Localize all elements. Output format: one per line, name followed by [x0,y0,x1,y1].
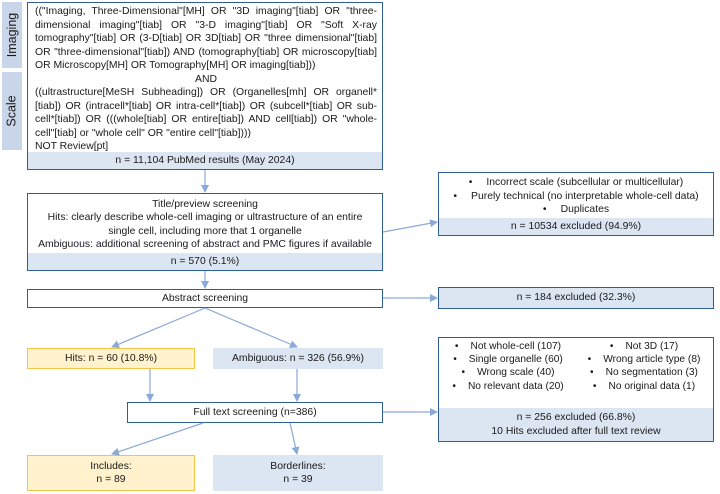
reason-purely-technical: Purely technical (no interpretable whole… [440,190,712,204]
and-operator: AND [195,73,217,85]
excluded-1-result-band: n = 10534 excluded (94.9%) [439,218,713,235]
reason-no-segmentation: No segmentation (3) [576,366,712,379]
arrow-abstract-to-ambiguous [204,307,298,348]
arrow-fulltext-to-borderlines [289,422,300,455]
includes-count: n = 89 [96,474,126,485]
reason-no-relevant-data: No relevant data (20) [440,380,576,393]
title-screening-hits: Hits: clearly describe whole-cell imagin… [47,212,363,237]
title-screening-text: Title/preview screening Hits: clearly de… [38,198,372,252]
excluded-3-result-band: n = 256 excluded (66.8%) 10 Hits exclude… [439,408,713,441]
borderlines-count: n = 39 [283,474,313,485]
excluded-3-reasons: Not whole-cell (107) Not 3D (17) Single … [440,340,712,393]
reason-not-whole-cell: Not whole-cell (107) [440,340,576,353]
arrow-fulltext-to-includes [111,422,204,456]
search-query-text: (("Imaging, Three-Dimensional"[MH] OR "3… [35,5,377,154]
excluded-box-2: n = 184 excluded (32.3%) [438,287,714,309]
excluded-1-reasons: Incorrect scale (subcellular or multicel… [440,176,712,217]
hits-box: Hits: n = 60 (10.8%) [27,348,195,369]
scale-query: ((ultrastructure[MeSH Subheading]) OR (O… [35,87,377,139]
reason-duplicates: Duplicates [440,203,712,217]
reason-wrong-scale: Wrong scale (40) [440,366,576,379]
pubmed-results-band: n = 11,104 PubMed results (May 2024) [28,152,382,169]
arrow-title-to-excluded-1 [382,219,438,233]
search-query-box [27,2,383,170]
includes-box: Includes: n = 89 [27,455,195,491]
imaging-query: (("Imaging, Three-Dimensional"[MH] OR "3… [35,6,377,71]
fulltext-screening-box: Full text screening (n=386) [127,402,383,423]
reason-wrong-article-type: Wrong article type (8) [576,353,712,366]
borderlines-title: Borderlines: [270,460,326,472]
reason-incorrect-scale: Incorrect scale (subcellular or multicel… [440,176,712,190]
includes-title: Includes: [90,460,132,472]
title-screening-result-band: n = 570 (5.1%) [28,253,382,270]
title-screening-ambiguous: Ambiguous: additional screening of abstr… [38,239,372,251]
ambiguous-box: Ambiguous: n = 326 (56.9%) [213,348,383,369]
scale-side-label: Scale [2,72,22,150]
reason-no-original-data: No original data (1) [576,380,712,393]
abstract-screening-box: Abstract screening [27,289,383,308]
imaging-side-label: Imaging [2,2,22,68]
borderlines-box: Borderlines: n = 39 [213,455,383,491]
excluded-3-note: 10 Hits excluded after full text review [491,425,661,437]
title-screening-heading: Title/preview screening [152,199,258,210]
arrow-abstract-to-hits [111,307,206,348]
reason-single-organelle: Single organelle (60) [440,353,576,366]
reason-not-3d: Not 3D (17) [576,340,712,353]
not-review-filter: NOT Review[pt] [35,141,109,152]
excluded-3-result: n = 256 excluded (66.8%) [516,412,636,424]
